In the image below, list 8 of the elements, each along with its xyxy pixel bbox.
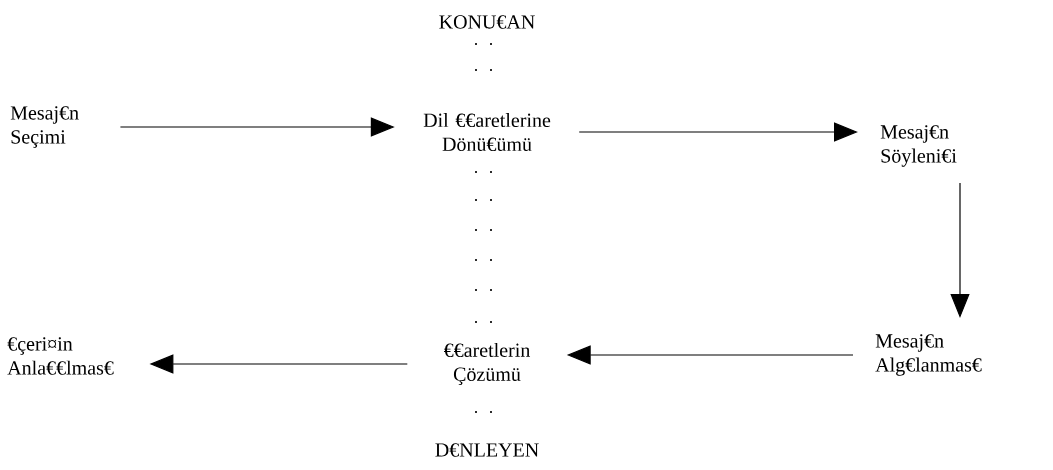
text-label: €çeri¤in Anla€€lmas€ — [7, 337, 114, 375]
text-label: Mesaj€n Alg€lanmas€ — [875, 334, 982, 376]
text-label: Mesaj€n Seçimi — [10, 106, 79, 148]
text-label: KONU€AN — [439, 15, 535, 29]
text-label: D€NLEYEN — [435, 443, 539, 457]
text-label: €€aretlerin Çözümü — [444, 342, 531, 386]
text-label: Dil €€aretlerine Dönü€ümü — [423, 112, 551, 151]
text-label: Mesaj€n Söyleni€i — [880, 125, 957, 167]
